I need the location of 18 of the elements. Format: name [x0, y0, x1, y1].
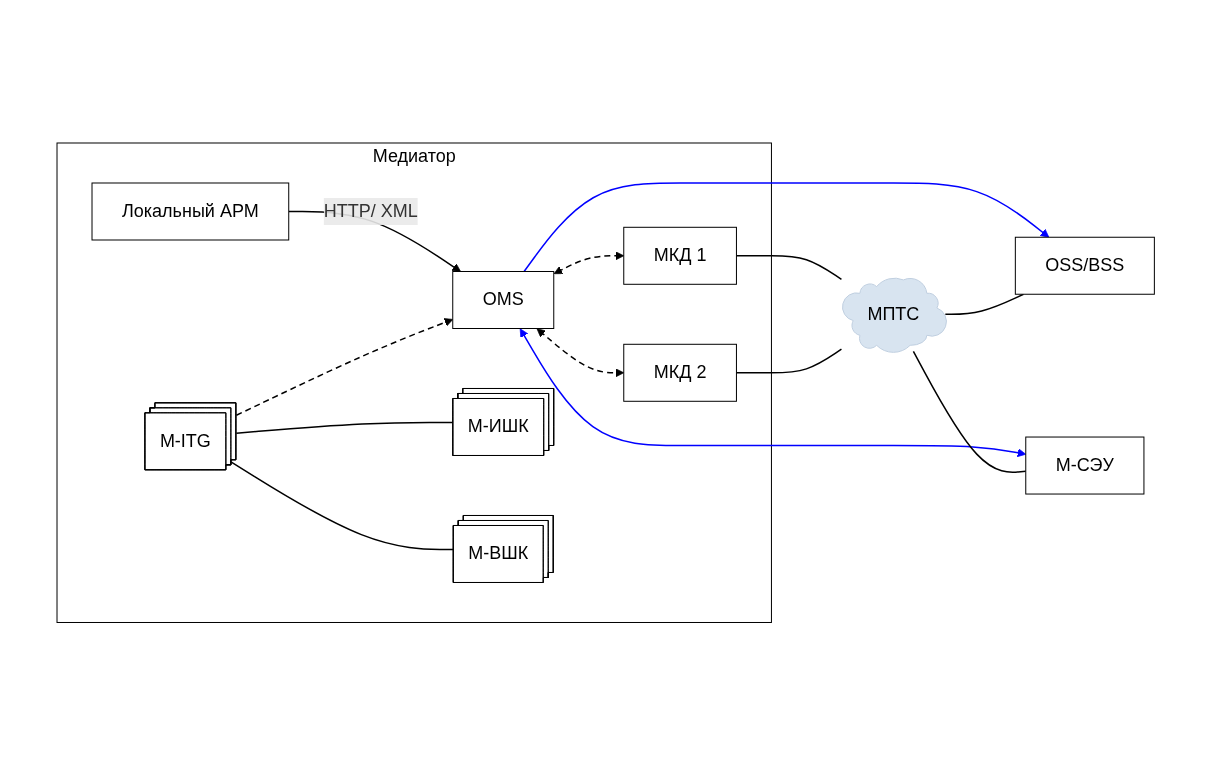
node-box: Локальный АРМ — [91, 182, 290, 241]
connector — [944, 293, 1025, 315]
arrow — [235, 317, 453, 416]
arrow — [553, 251, 624, 274]
connector — [230, 461, 455, 550]
connector — [735, 254, 842, 280]
node-box: M-СЭУ — [1025, 436, 1145, 495]
arrow — [523, 182, 1050, 272]
node-box: OSS/BSS — [1014, 236, 1155, 295]
node-box: МКД 2 — [623, 343, 737, 402]
connector — [735, 348, 842, 374]
node-box: МКД 1 — [623, 226, 737, 285]
connector — [912, 350, 1027, 473]
connector — [235, 421, 454, 434]
node-box: OMS — [452, 270, 555, 329]
arrow — [519, 328, 1026, 457]
edge-label: HTTP/ XML — [323, 200, 418, 221]
arrow — [536, 328, 624, 377]
